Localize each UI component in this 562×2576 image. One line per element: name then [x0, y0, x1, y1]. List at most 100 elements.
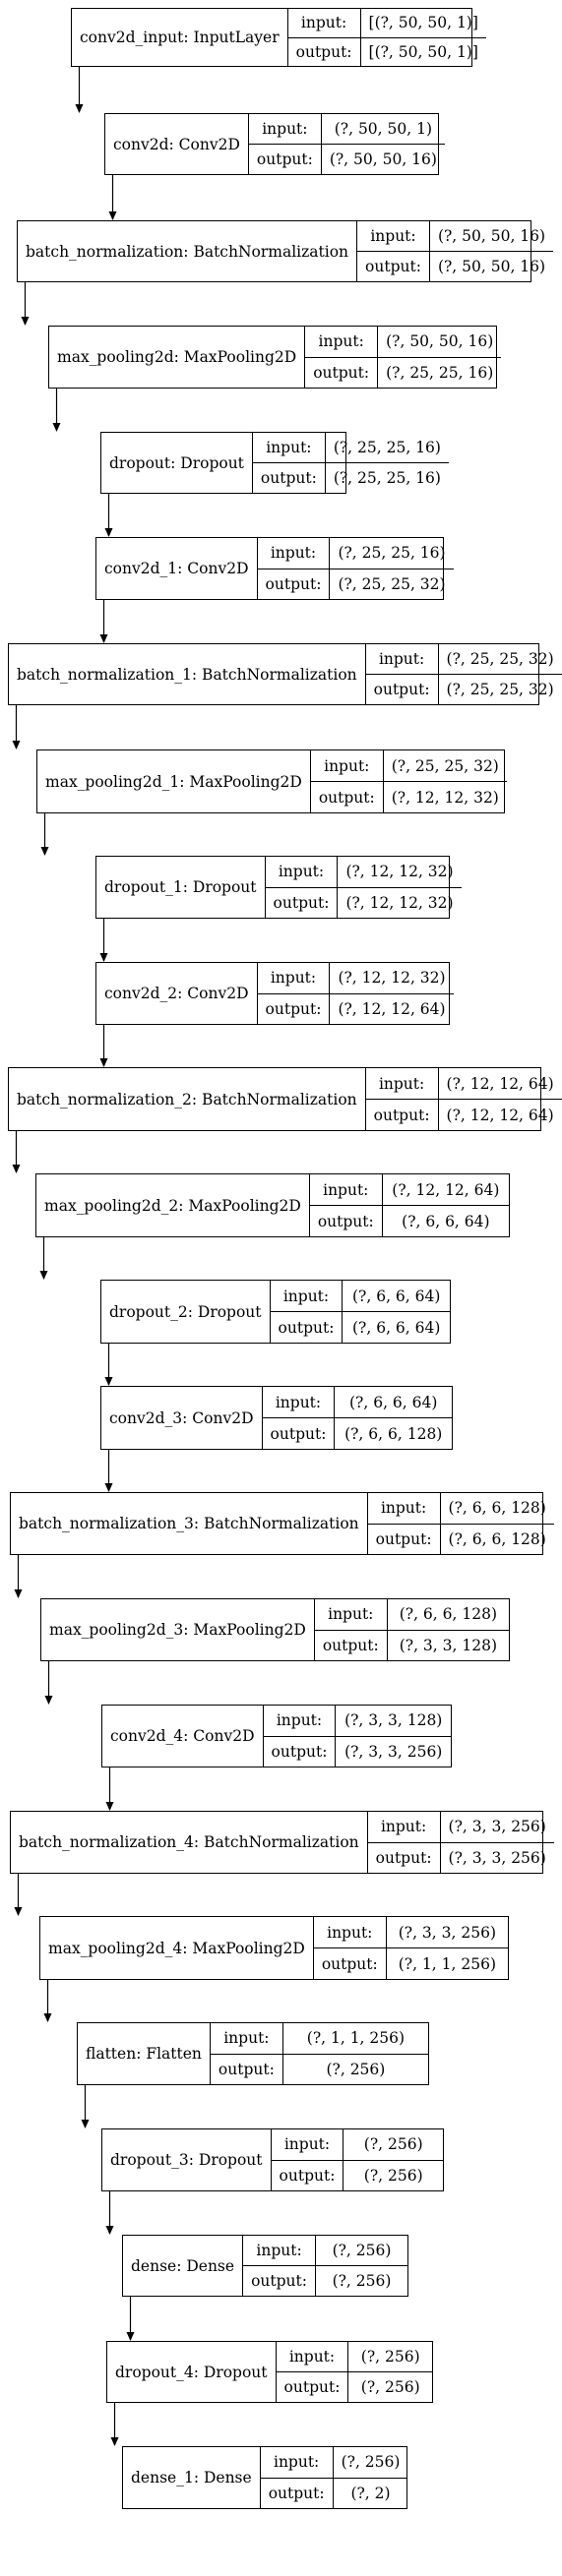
layer-name: conv2d_2: Conv2D — [96, 963, 258, 1024]
layer-name: dropout_1: Dropout — [96, 857, 266, 918]
io-values: (?, 3, 3, 256) (?, 1, 1, 256) — [386, 1917, 508, 1979]
layer-node-batch-normalization-2: batch_normalization_2: BatchNormalizatio… — [8, 1067, 562, 1131]
io-labels: input: output: — [357, 221, 430, 281]
input-shape: (?, 3, 3, 128) — [336, 1706, 451, 1737]
edges-layer — [12, 67, 135, 2446]
input-shape: (?, 3, 3, 256) — [440, 1812, 554, 1843]
input-shape: [(?, 50, 50, 1)] — [360, 9, 486, 38]
io-values: (?, 6, 6, 64)(?, 6, 6, 64) — [343, 1281, 450, 1343]
input-shape: (?, 3, 3, 256) — [386, 1917, 508, 1948]
io-values: (?, 1, 1, 256)(?, 256) — [282, 2023, 428, 2084]
layer-name: batch_normalization_4: BatchNormalizatio… — [11, 1812, 368, 1873]
layer-name: max_pooling2d_1: MaxPooling2D — [37, 750, 311, 812]
io-labels: input:output: — [257, 963, 331, 1024]
io-labels: input:output: — [257, 538, 331, 599]
input-label: input: — [367, 1812, 440, 1843]
io-labels: input:output: — [248, 114, 322, 174]
input-label: input: — [243, 2236, 315, 2266]
output-label: output: — [375, 1848, 432, 1867]
output-shape: (?, 256) — [363, 2166, 423, 2185]
output-shape: (?, 256) — [360, 2378, 420, 2396]
io-labels: input:output: — [262, 1387, 336, 1449]
io-values: (?, 6, 6, 128) (?, 6, 6, 128) — [440, 1493, 554, 1554]
output-label: output: — [373, 681, 430, 698]
io-labels: input:output: — [309, 1174, 383, 1236]
input-shape: (?, 25, 25, 32) — [383, 750, 507, 782]
output-label: output: — [365, 258, 421, 275]
layer-name: batch_normalization_2: BatchNormalizatio… — [9, 1068, 366, 1130]
layer-node-batch-normalization-4: batch_normalization_4: BatchNormalizatio… — [10, 1811, 554, 1874]
io-labels: input:output: — [271, 2129, 344, 2190]
input-label: input: — [365, 644, 438, 675]
input-shape: (?, 50, 50, 16) — [429, 221, 554, 252]
input-shape: (?, 256) — [315, 2236, 407, 2266]
io-labels: input:output: — [367, 1493, 441, 1554]
io-values: (?, 256)(?, 2) — [333, 2447, 408, 2508]
io-labels: input: output: — [263, 1706, 337, 1767]
output-shape: (?, 6, 6, 128) — [344, 1424, 443, 1443]
io-labels: input:output: — [313, 1917, 387, 1979]
output-label: output: — [265, 999, 322, 1018]
input-shape: (?, 6, 6, 128) — [440, 1493, 554, 1525]
io-values: (?, 256)(?, 256) — [343, 2129, 443, 2190]
layer-name: max_pooling2d_3: MaxPooling2D — [41, 1599, 315, 1660]
io-values: (?, 3, 3, 128)(?, 3, 3, 256) — [336, 1706, 451, 1767]
output-label: output: — [278, 1318, 335, 1337]
output-shape: (?, 1, 1, 256) — [398, 1954, 496, 1973]
io-labels: input: output: — [265, 857, 339, 918]
input-label: input: — [310, 750, 383, 782]
output-label: output: — [321, 1954, 378, 1973]
io-labels: input:output: — [260, 2447, 334, 2508]
input-shape: (?, 6, 6, 128) — [387, 1599, 509, 1631]
output-label: output: — [283, 2378, 341, 2396]
io-labels: input: output: — [276, 2342, 349, 2402]
io-labels: input:output: — [210, 2023, 283, 2084]
layer-name: dropout_4: Dropout — [107, 2342, 277, 2402]
io-values: (?, 12, 12, 32)(?, 12, 12, 64) — [330, 963, 454, 1024]
input-label: input: — [276, 2342, 348, 2372]
io-values: (?, 12, 12, 64)(?, 12, 12, 64) — [438, 1068, 562, 1130]
output-shape: (?, 2) — [350, 2484, 391, 2502]
layer-name: max_pooling2d: MaxPooling2D — [49, 327, 306, 388]
input-shape: (?, 50, 50, 1) — [321, 114, 445, 145]
layer-name: conv2d: Conv2D — [105, 114, 249, 174]
io-values: (?, 50, 50, 16)(?, 50, 50, 16) — [429, 221, 554, 281]
io-values: (?, 12, 12, 32)(?, 12, 12, 32) — [338, 857, 462, 918]
input-shape: (?, 25, 25, 16) — [330, 538, 454, 569]
input-label: input: — [263, 1706, 336, 1737]
output-label: output: — [322, 1636, 379, 1654]
layer-name: flatten: Flatten — [78, 2023, 211, 2084]
output-label: output: — [271, 1742, 328, 1761]
input-label: input: — [248, 114, 321, 145]
output-label: output: — [273, 893, 330, 912]
layer-name: batch_normalization: BatchNormalization — [18, 221, 358, 281]
input-shape: (?, 12, 12, 64) — [382, 1174, 509, 1206]
output-label: output: — [251, 2272, 307, 2290]
output-label: output: — [270, 1424, 327, 1443]
output-shape: (?, 256) — [332, 2272, 392, 2290]
input-label: input: — [287, 9, 360, 38]
output-label: output: — [375, 1529, 432, 1548]
output-label: output: — [373, 1106, 430, 1124]
input-shape: (?, 50, 50, 16) — [378, 327, 502, 358]
input-label: input: — [305, 327, 378, 358]
output-shape: (?, 25, 25, 16) — [333, 469, 441, 487]
input-label: input: — [357, 221, 429, 252]
io-values: (?, 25, 25, 32)(?, 25, 25, 32) — [438, 644, 562, 704]
output-shape: (?, 6, 6, 128) — [448, 1529, 546, 1548]
layer-name: batch_normalization_1: BatchNormalizatio… — [9, 644, 366, 704]
input-label: input: — [265, 857, 338, 888]
input-shape: (?, 12, 12, 32) — [330, 963, 454, 994]
output-shape: (?, 6, 6, 64) — [402, 1212, 490, 1230]
layer-name: max_pooling2d_4: MaxPooling2D — [40, 1917, 314, 1979]
input-label: input: — [271, 2129, 343, 2161]
